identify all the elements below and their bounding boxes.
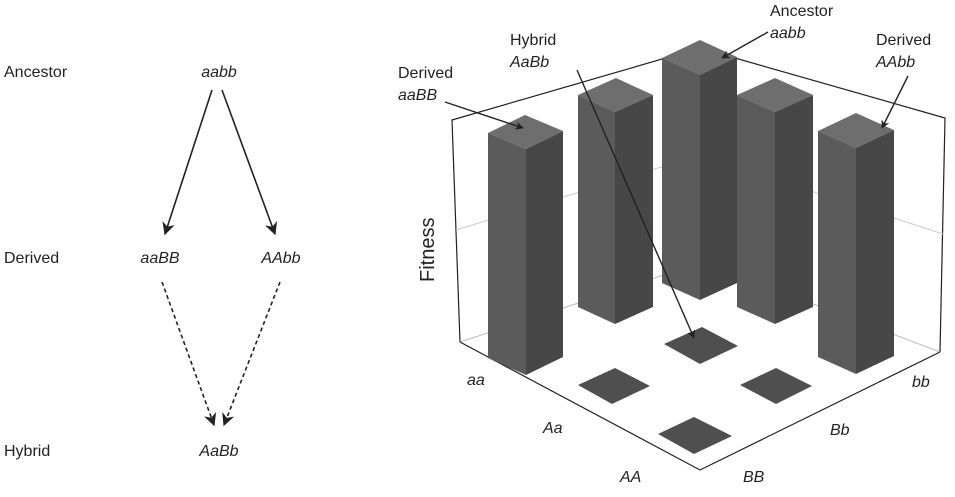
node-ancestor-genotype: aabb (201, 64, 237, 81)
z-axis-label: Fitness (417, 218, 439, 282)
callout-derived-AAbb: Derived AAbb (875, 32, 931, 129)
a-axis-tick-aa: aa (467, 372, 485, 389)
svg-text:Hybrid: Hybrid (510, 32, 556, 49)
high-fitness-bars (488, 40, 894, 375)
pathway-diagram: Ancestor Derived Hybrid aabb aaBB AAbb A… (4, 64, 301, 460)
frame-floor-front-edges (459, 341, 941, 471)
tile-Aabb (740, 368, 812, 404)
node-derived-1-genotype: aaBB (140, 250, 179, 267)
b-axis-tick-bb: bb (912, 374, 930, 391)
dashed-arrow-derived-2-to-hybrid (222, 281, 281, 427)
arrow-ancestor-to-derived-2 (221, 89, 278, 236)
b-axis-tick-Bb: Bb (830, 422, 850, 439)
a-axis-tick-AA: AA (619, 469, 641, 486)
callout-hybrid: Hybrid AaBb (509, 32, 695, 339)
svg-text:Derived: Derived (398, 65, 453, 82)
callout-derived-aaBB: Derived aaBB (398, 65, 524, 130)
svg-text:aaBB: aaBB (398, 87, 437, 104)
node-derived-2-genotype: AAbb (260, 250, 300, 267)
tile-AaBb (664, 327, 738, 364)
svg-text:AAbb: AAbb (875, 54, 915, 71)
callout-ancestor: Ancestor aabb (721, 3, 834, 59)
bar-AAbb (818, 113, 894, 374)
row-label-ancestor: Ancestor (4, 64, 68, 81)
svg-text:aabb: aabb (770, 25, 806, 42)
fitness-landscape: Fitness aa Aa AA BB Bb bb Ancestor aabb … (398, 3, 946, 486)
dashed-arrow-derived-1-to-hybrid (161, 281, 217, 427)
svg-text:AaBb: AaBb (509, 54, 549, 71)
a-axis-tick-Aa: Aa (542, 420, 563, 437)
callout-derived-AAbb-arrow (881, 75, 909, 129)
row-label-derived: Derived (4, 250, 59, 267)
bar-Bb-left (578, 78, 653, 324)
callout-derived-aaBB-arrow (444, 101, 524, 130)
bar-aaBB (488, 115, 563, 375)
bar-aabb (662, 40, 737, 300)
tile-AABB (658, 417, 732, 454)
svg-text:Derived: Derived (876, 32, 931, 49)
b-axis-tick-BB: BB (743, 469, 765, 486)
tile-AaBB (578, 368, 650, 404)
callout-ancestor-arrow (721, 31, 769, 59)
row-label-hybrid: Hybrid (4, 443, 50, 460)
arrow-ancestor-to-derived-1 (162, 89, 213, 236)
node-hybrid-genotype: AaBb (198, 443, 238, 460)
callout-hybrid-arrow (576, 69, 695, 339)
svg-text:Ancestor: Ancestor (770, 3, 834, 20)
low-fitness-tiles (578, 327, 812, 454)
bar-Bb-right (737, 78, 813, 324)
